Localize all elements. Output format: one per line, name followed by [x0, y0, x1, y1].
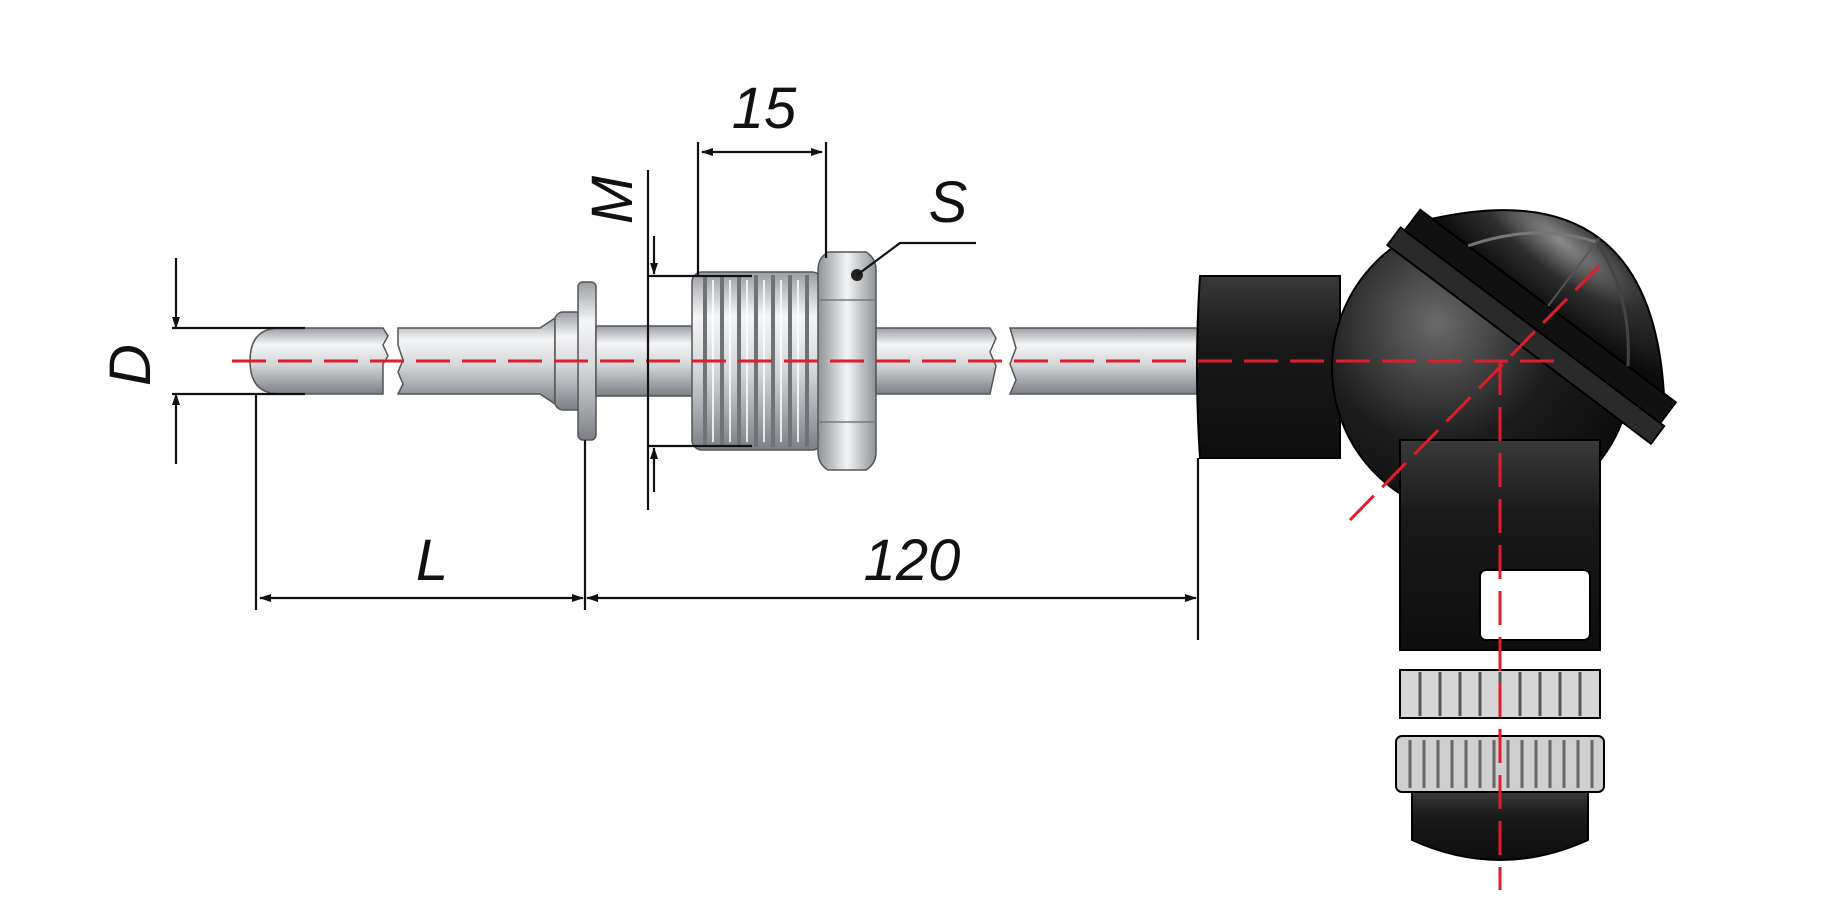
- label-s: S: [929, 170, 968, 235]
- label-120: 120: [864, 528, 961, 593]
- dimension-15: 15: [696, 76, 828, 275]
- dimension-l-120: L 120: [254, 394, 1200, 640]
- dimension-m: M: [580, 170, 752, 510]
- dimension-s: S: [856, 170, 976, 276]
- label-window: [1479, 569, 1591, 641]
- centerlines: [232, 263, 1602, 890]
- label-l: L: [416, 528, 448, 593]
- label-m: M: [580, 175, 645, 224]
- sheath-tip: [249, 327, 389, 395]
- label-15: 15: [732, 76, 797, 141]
- head-cover: [1385, 208, 1678, 446]
- label-d: D: [98, 344, 163, 386]
- connection-head: [1196, 208, 1678, 861]
- dimension-d: D: [98, 258, 305, 464]
